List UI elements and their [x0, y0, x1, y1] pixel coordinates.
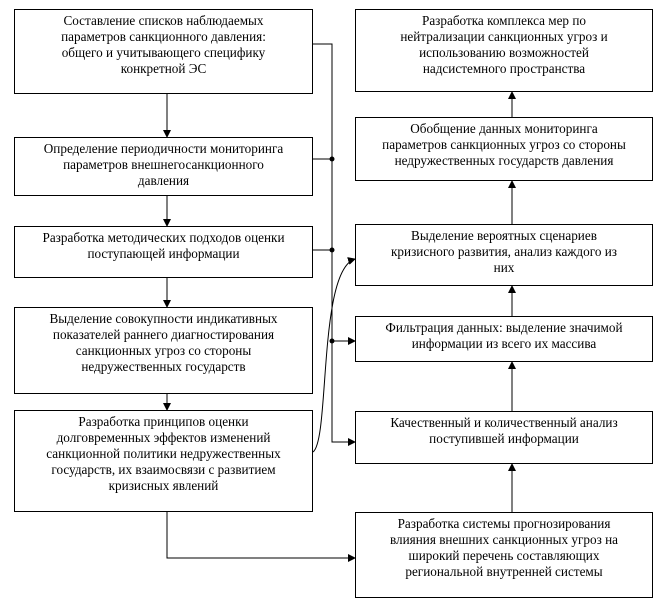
right-box-6-text: Разработка системы прогнозирования влиян… — [389, 516, 619, 579]
left-box-2-text: Определение периодичности мониторинга па… — [43, 141, 284, 188]
right-box-5: Качественный и количественный анализ пос… — [355, 411, 653, 464]
left-box-4-text: Выделение совокупности индикативных пока… — [49, 311, 278, 374]
left-box-5-text: Разработка принципов оценки долговременн… — [46, 414, 281, 493]
bus-line — [313, 43, 356, 446]
junction-dot — [329, 156, 335, 162]
right-box-3-text: Выделение вероятных сценариев кризисного… — [391, 228, 617, 275]
right-box-3: Выделение вероятных сценариев кризисного… — [355, 224, 653, 286]
junction-dot — [329, 338, 335, 344]
right-box-5-text: Качественный и количественный анализ пос… — [390, 415, 618, 446]
left-box-4: Выделение совокупности индикативных пока… — [14, 307, 313, 394]
arrow-l5-r6 — [166, 512, 356, 562]
right-box-4-text: Фильтрация данных: выделение значимой ин… — [385, 320, 623, 351]
right-box-1: Разработка комплекса мер по нейтрализаци… — [355, 9, 653, 92]
left-box-3: Разработка методических подходов оценки … — [14, 226, 313, 278]
left-box-1-text: Составление списков наблюдаемых параметр… — [61, 13, 266, 76]
right-box-6: Разработка системы прогнозирования влиян… — [355, 512, 653, 598]
right-box-4: Фильтрация данных: выделение значимой ин… — [355, 316, 653, 362]
right-box-2: Обобщение данных мониторинга параметров … — [355, 117, 653, 181]
right-box-2-text: Обобщение данных мониторинга параметров … — [382, 121, 626, 168]
junction-dot — [329, 247, 335, 253]
left-box-2: Определение периодичности мониторинга па… — [14, 137, 313, 196]
right-box-1-text: Разработка комплекса мер по нейтрализаци… — [400, 13, 608, 76]
left-box-5: Разработка принципов оценки долговременн… — [14, 410, 313, 512]
curve-l5-r3 — [312, 257, 356, 453]
left-box-1: Составление списков наблюдаемых параметр… — [14, 9, 313, 94]
left-box-3-text: Разработка методических подходов оценки … — [42, 230, 285, 261]
